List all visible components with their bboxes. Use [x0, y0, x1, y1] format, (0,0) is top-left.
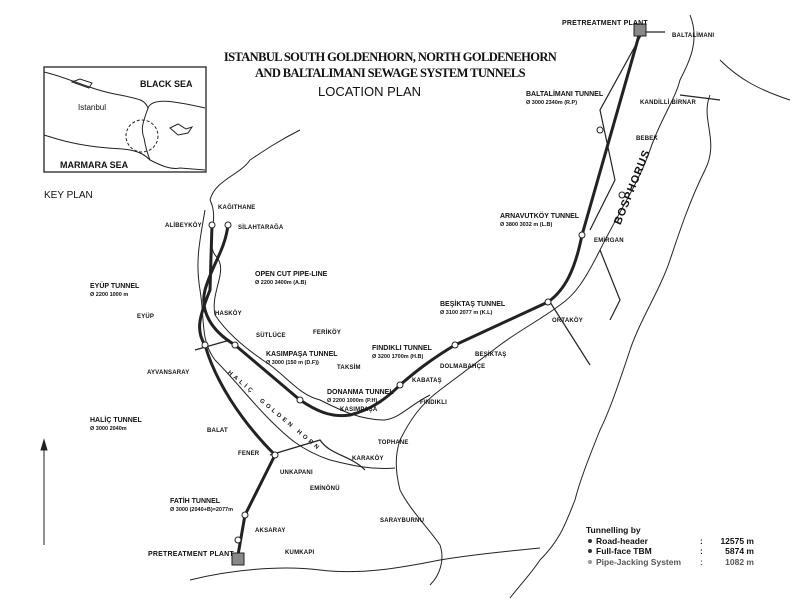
place-tophane: TOPHANE [378, 440, 409, 446]
pretreatment-plant-south-symbol [231, 552, 245, 566]
legend-item-road-header: Road-header:12575 m [586, 536, 754, 547]
key-plan-marmara-sea: MARMARA SEA [60, 160, 129, 170]
place-eminonu: EMİNÖNÜ [310, 486, 340, 492]
place-haskoy: HASKÖY [215, 311, 242, 317]
place-balat: BALAT [207, 428, 228, 434]
key-plan-north-coast [43, 71, 206, 110]
golden-horn-north-coast [209, 199, 431, 421]
marmara-coast [189, 547, 541, 581]
place-karakoy: KARAKÖY [352, 456, 384, 462]
tunnel-donanma [299, 383, 402, 418]
place-dolmabahce: DOLMABAHÇE [440, 364, 486, 370]
tunnelling-legend: Tunnelling by Road-header:12575 m Full-f… [586, 525, 754, 567]
tunnel-arnavutkoy [547, 234, 584, 304]
place-perikoy: FERİKÖY [313, 330, 342, 336]
tunnel-open-cut [202, 224, 236, 347]
place-pretreatment-south: PRETREATMENT PLANT [148, 551, 234, 558]
place-taksim: TAKSİM [337, 365, 361, 371]
tunnel-halic [203, 344, 277, 457]
key-plan-black-sea: BLACK SEA [140, 79, 193, 89]
place-besiktas: BEŞİKTAŞ [475, 352, 507, 358]
place-fener: FENER [238, 451, 260, 457]
place-sarayburnu: SARAYBURNU [380, 518, 425, 524]
place-kabatas: KABATAŞ [412, 378, 442, 384]
north-arrow-icon [40, 438, 48, 545]
golden-horn-south-coast [197, 209, 396, 469]
place-kumkapi: KUMKAPI [285, 550, 315, 556]
place-unkapani: UNKAPANI [280, 470, 313, 476]
place-bebek: BEBEK [636, 136, 659, 142]
place-emirgan: EMİRGAN [594, 238, 624, 244]
place-silahtaraga: SİLAHTARAĞA [238, 225, 284, 231]
place-kagithane: KAĞITHANE [218, 205, 256, 211]
map-title-line-2: AND BALTALIMANI SEWAGE SYSTEM TUNNELS [254, 66, 526, 80]
legend-title: Tunnelling by [586, 525, 641, 535]
key-plan-south-coast [43, 134, 206, 171]
key-plan-frame [43, 66, 207, 173]
place-aksaray: AKSARAY [255, 528, 286, 534]
place-kandilli: KANDİLLİ BİRNAR [640, 100, 696, 106]
tunnel-findikli [399, 343, 456, 387]
map-title-line-1: ISTANBUL SOUTH GOLDENHORN, NORTH GOLDENE… [223, 50, 557, 64]
legend-item-full-face-tbm: Full-face TBM:5874 m [586, 546, 754, 557]
key-plan-label: KEY PLAN [44, 190, 93, 201]
bosphorus-west-coast [395, 14, 695, 586]
place-ayvansaray: AYVANSARAY [147, 370, 190, 376]
place-baltalimani: BALTALİMANI [672, 33, 715, 39]
key-plan-bosphorus [141, 107, 151, 161]
tunnel-besiktas [454, 300, 549, 347]
key-plan-study-area [125, 119, 159, 153]
place-ortakoy: ORTAKÖY [552, 318, 583, 324]
place-pretreatment-north: PRETREATMENT PLANT [562, 20, 648, 27]
place-alibeykoy: ALİBEYKÖY [165, 223, 202, 229]
place-kasimpasa: KASIMPAŞA [340, 407, 378, 413]
tunnel-fatih [236, 454, 277, 556]
tunnel-eyup [198, 224, 214, 346]
bosphorus-east-coast [509, 59, 791, 599]
place-eyup: EYÜP [137, 314, 155, 320]
pretreatment-plant-north-symbol [633, 23, 647, 37]
tunnel-kasimpasa [234, 343, 301, 402]
map-subtitle: LOCATION PLAN [318, 84, 422, 99]
legend-item-pipe-jacking: Pipe-Jacking System:1082 m [586, 557, 754, 568]
place-findikli: FINDIKLI [420, 400, 447, 406]
place-sutluce: SÜTLÜCE [256, 333, 286, 339]
tunnel-baltalimani [580, 31, 642, 236]
key-plan-istanbul: Istanbul [78, 103, 107, 112]
